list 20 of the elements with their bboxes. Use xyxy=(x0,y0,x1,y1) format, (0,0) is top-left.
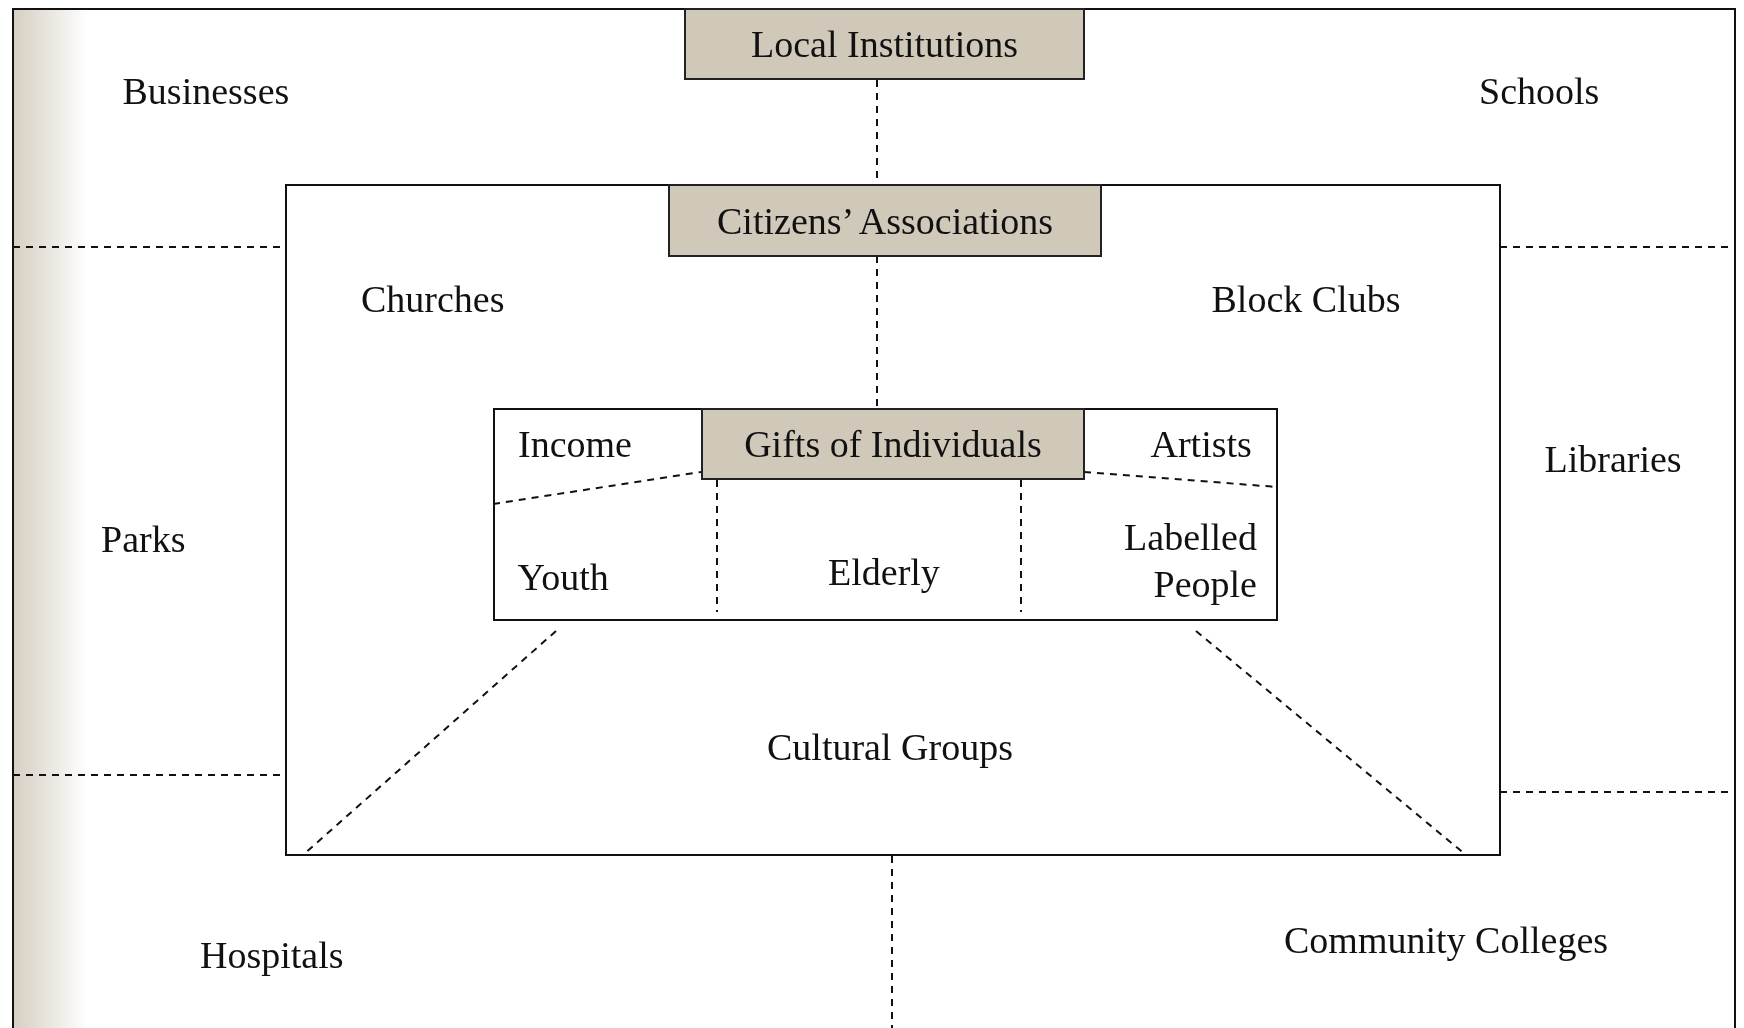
middle-frame xyxy=(285,184,1501,856)
heading-tab: Gifts of Individuals xyxy=(701,408,1085,480)
region-label: Income xyxy=(518,422,632,467)
region-label: Elderly xyxy=(828,550,940,595)
outer-frame xyxy=(12,8,1736,1028)
region-label: Hospitals xyxy=(200,933,344,978)
heading-tab: Citizens’ Associations xyxy=(668,184,1102,257)
region-label: Libraries xyxy=(1544,437,1682,482)
region-label: Parks xyxy=(101,517,186,562)
region-label: Schools xyxy=(1479,69,1600,114)
heading-tab: Local Institutions xyxy=(684,8,1085,80)
region-label: Community Colleges xyxy=(1284,918,1609,963)
region-label: Youth xyxy=(517,555,609,600)
region-label: Cultural Groups xyxy=(767,725,1013,770)
inner-frame xyxy=(493,408,1278,621)
region-label: Churches xyxy=(361,277,505,322)
region-label: Businesses xyxy=(122,69,290,114)
region-label: Labelled People xyxy=(1123,514,1257,607)
region-label: Artists xyxy=(1150,422,1252,467)
region-label: Block Clubs xyxy=(1211,277,1401,322)
